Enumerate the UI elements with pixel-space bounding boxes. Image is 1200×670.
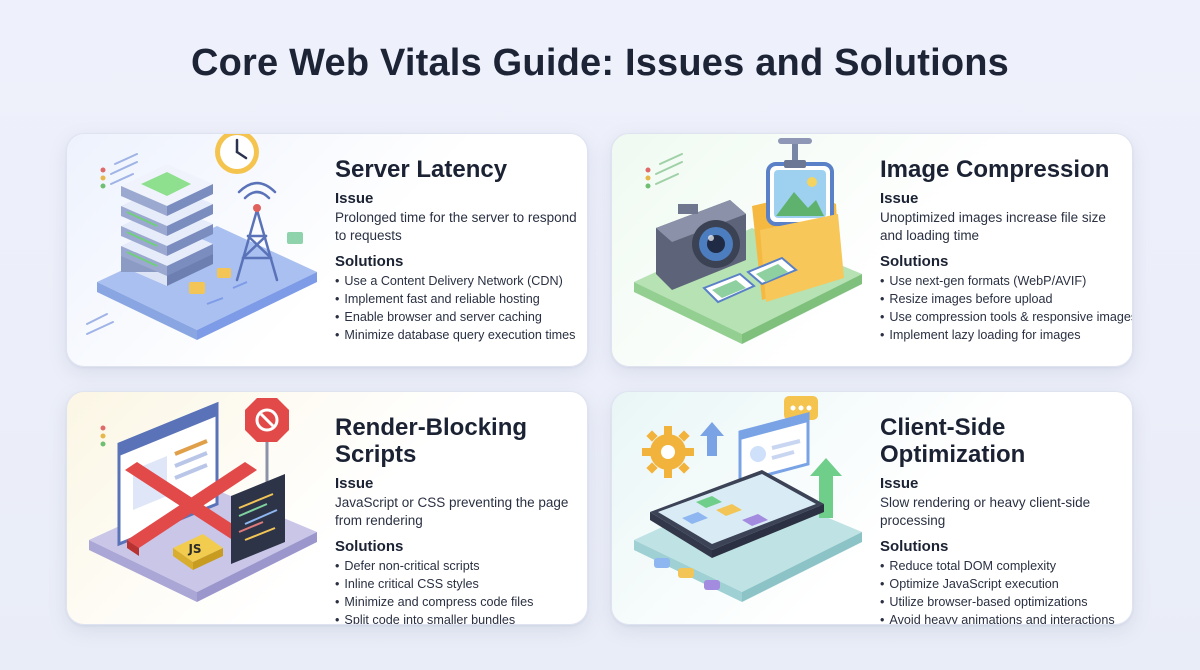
stop-sign-icon [245,398,289,482]
image-clamp-icon [778,138,812,168]
camera-icon [656,200,746,290]
issue-label: Issue [335,190,374,207]
issue-text: Prolonged time for the server to respond… [335,210,577,243]
render-blocking-illustration: JS [89,398,317,602]
solution-item: Reduce total DOM complexity [880,557,1125,575]
solution-item: Use compression tools & responsive image… [880,308,1132,326]
issue-label: Issue [880,475,919,492]
dots-icon [645,167,651,189]
card-server-latency: Server Latency Issue Prolonged time for … [66,133,588,367]
solution-item: Resize images before upload [880,290,1125,308]
card-image-compression: Image Compression Issue Unoptimized imag… [611,133,1133,367]
card-client-side-optimization: Client-Side Optimization Issue Slow rend… [611,391,1133,625]
speed-lines [86,153,138,335]
dots-icon [100,425,106,447]
issue-text: Slow rendering or heavy client-side proc… [880,495,1091,528]
thumbnail-icon [702,256,798,304]
server-rack-icon [121,164,213,286]
solution-item: Utilize browser-based optimizations [880,593,1125,611]
card-title: Server Latency [335,156,508,183]
solution-item: Split code into smaller bundles [335,611,580,624]
solutions-label: Solutions [880,253,949,270]
issue-text: Unoptimized images increase file size an… [880,210,1106,243]
solution-item: Use next-gen formats (WebP/AVIF) [880,272,1125,290]
blocked-x-icon [125,462,257,556]
solution-item: Minimize database query execution times [335,326,580,344]
solutions-list: Use next-gen formats (WebP/AVIF) Resize … [880,272,1132,344]
solutions-label: Solutions [335,538,404,555]
solution-item: Use a Content Delivery Network (CDN) [335,272,580,290]
solutions-list: Defer non-critical scripts Inline critic… [335,557,580,624]
card-title: Render-Blocking Scripts [335,414,528,468]
js-badge-icon: JS [173,534,223,570]
solutions-label: Solutions [880,538,949,555]
solution-item: Minimize and compress code files [335,593,580,611]
server-latency-illustration [86,134,317,340]
card-render-blocking-scripts: JS Render-Blocking Scripts Issue JavaScr… [66,391,588,625]
browser-card-icon [738,412,810,521]
arrow-up-icon [700,422,842,518]
client-side-illustration [634,396,862,602]
solution-item: Inline critical CSS styles [335,575,580,593]
solution-item: Implement fast and reliable hosting [335,290,580,308]
envelope-icon [189,232,303,305]
solution-item: Implement lazy loading for images [880,326,1125,344]
solution-item: Enable browser and server caching [335,308,580,326]
code-window-icon [231,474,285,564]
speed-lines [655,153,683,185]
issue-label: Issue [335,475,374,492]
solutions-label: Solutions [335,253,404,270]
gear-icon [642,426,694,478]
solution-item: Defer non-critical scripts [335,557,580,575]
image-compression-illustration [634,138,862,344]
card-title: Client-Side Optimization [880,414,1026,468]
issue-label: Issue [880,190,919,207]
solution-item: Optimize JavaScript execution [880,575,1125,593]
antenna-tower-icon [235,181,279,282]
solutions-list: Use a Content Delivery Network (CDN) Imp… [335,272,580,344]
photo-folder-icon [752,162,844,302]
page-title: Core Web Vitals Guide: Issues and Soluti… [190,42,1010,84]
dots-icon [100,167,106,189]
solutions-list: Reduce total DOM complexity Optimize Jav… [880,557,1125,624]
js-badge-text: JS [187,542,201,556]
card-title: Image Compression [880,156,1110,183]
issue-text: JavaScript or CSS preventing the page fr… [335,495,569,528]
smartphone-icon [650,470,824,558]
solution-item: Avoid heavy animations and interactions [880,611,1125,624]
clock-icon [215,134,259,174]
platform [97,226,317,340]
app-tiles [654,558,720,590]
